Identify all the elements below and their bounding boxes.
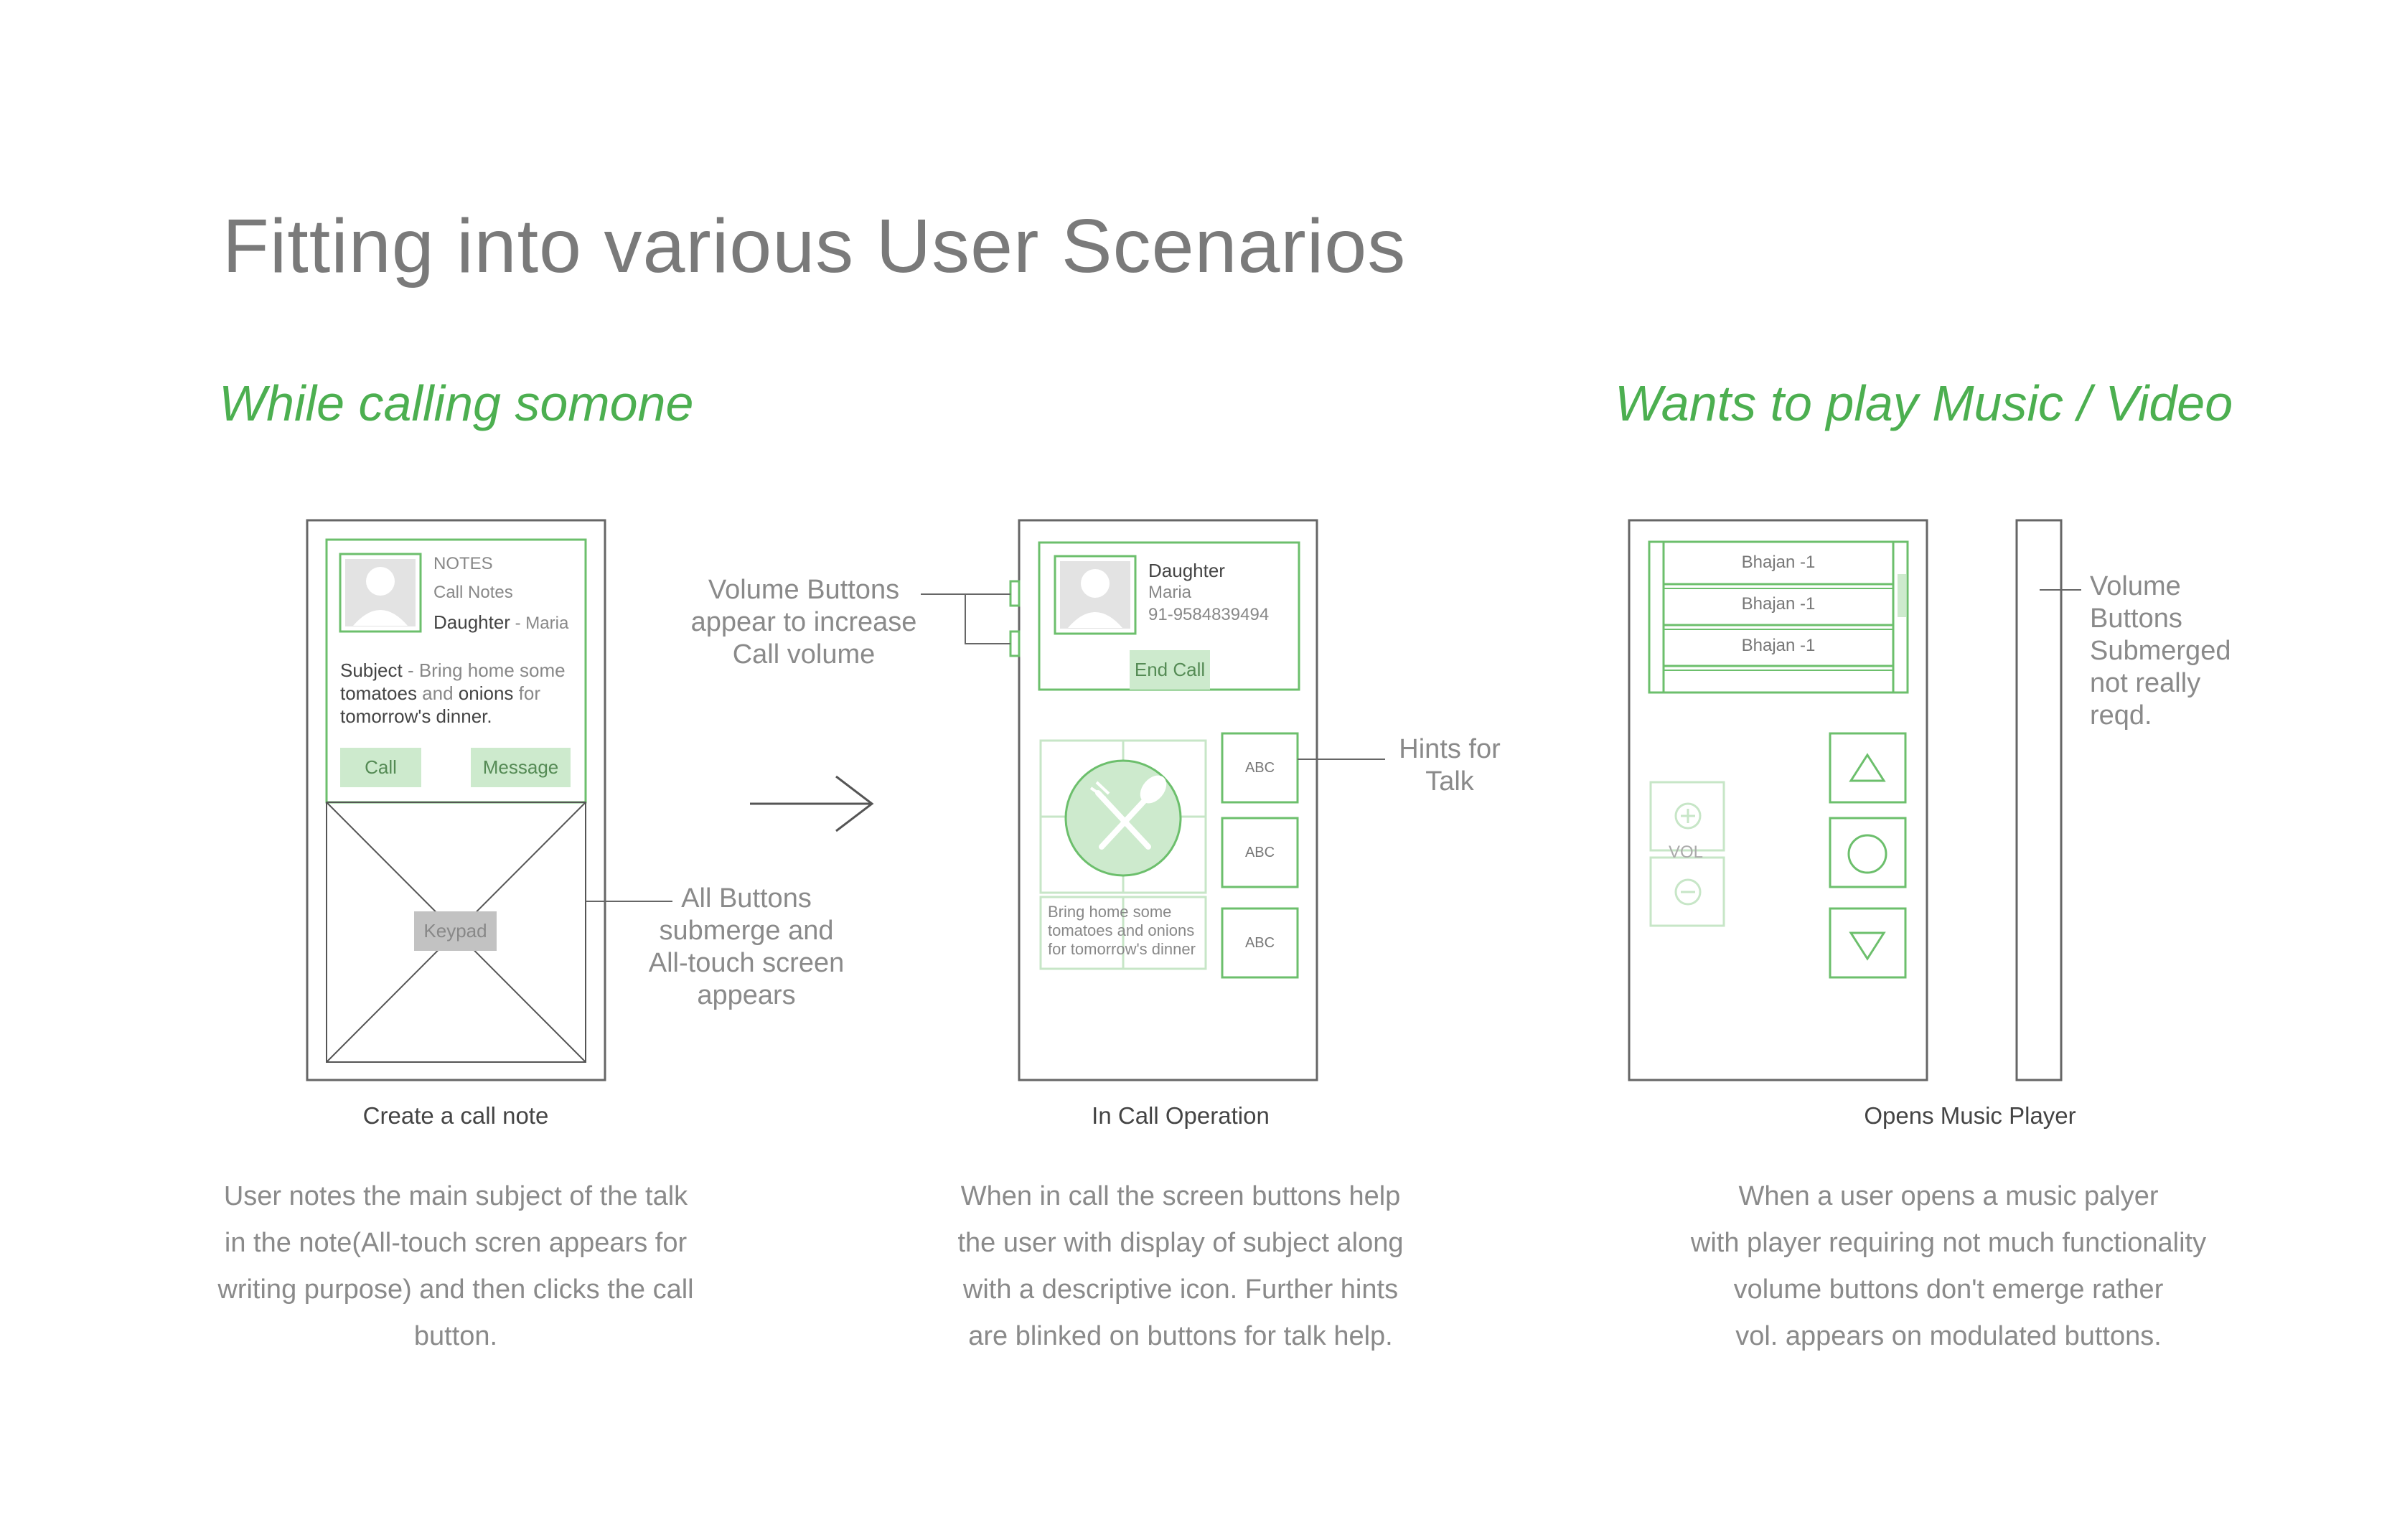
hint-button-1 xyxy=(1221,732,1299,804)
hint-button-label[interactable]: ABC xyxy=(1244,845,1275,860)
person-avatar-icon xyxy=(339,553,422,633)
phone-frame-music xyxy=(1628,519,1928,1081)
caption-music: Opens Music Player xyxy=(1864,1102,2076,1129)
volume-buttons-annotation: Volume Buttons appear to increase Call v… xyxy=(690,575,917,670)
person-avatar-icon xyxy=(1054,555,1137,635)
description-call-note: User notes the main subject of the talk … xyxy=(217,1181,694,1351)
keypad-area xyxy=(326,802,586,1063)
phone-frame-in-call xyxy=(1018,519,1318,1081)
keypad-label-bg xyxy=(414,911,497,951)
subject-and: and xyxy=(416,682,459,704)
notes-header: NOTES xyxy=(433,554,493,573)
caption-call-note: Create a call note xyxy=(362,1102,549,1129)
caption-in-call: In Call Operation xyxy=(1092,1102,1270,1129)
phone-side-view xyxy=(2015,519,2063,1081)
plus-circle-icon xyxy=(1649,781,1725,852)
contact-line: Daughter - Maria xyxy=(433,611,568,634)
contact-name: Daughter xyxy=(433,611,510,633)
description-in-call: When in call the screen buttons help the… xyxy=(957,1181,1404,1351)
triangle-down-icon xyxy=(1829,907,1907,979)
phone-frame-call-note xyxy=(306,519,606,1081)
volume-down-button xyxy=(1009,630,1021,657)
fork-spoon-icon xyxy=(1064,759,1182,877)
subject-for: for xyxy=(513,682,540,704)
page-title: Fitting into various User Scenarios xyxy=(222,204,1407,288)
in-call-note: Bring home some tomatoes and onions for … xyxy=(1048,903,1196,958)
in-call-contact-sub: Maria xyxy=(1148,583,1192,602)
description-music: When a user opens a music palyer with pl… xyxy=(1690,1181,2207,1351)
message-button[interactable]: Message xyxy=(482,756,559,778)
playlist-item[interactable]: Bhajan -1 xyxy=(1741,636,1816,655)
end-call-button-bg xyxy=(1130,650,1210,690)
hint-button-2 xyxy=(1221,817,1299,888)
call-button-bg xyxy=(340,748,421,787)
contact-relation: - Maria xyxy=(510,614,569,633)
call-button[interactable]: Call xyxy=(365,756,397,778)
subject-dinner: tomorrow's dinner. xyxy=(340,705,492,727)
volume-submerged-annotation: Volume Buttons Submerged not really reqd… xyxy=(2090,571,2231,731)
circle-play-icon xyxy=(1829,817,1907,888)
hint-button-3 xyxy=(1221,907,1299,979)
subject-tomatoes: tomatoes xyxy=(340,682,417,704)
volume-up-button xyxy=(1009,580,1021,607)
subject-onions: onions xyxy=(458,682,514,704)
minus-circle-icon xyxy=(1649,856,1725,927)
hints-annotation: Hints for Talk xyxy=(1399,734,1501,797)
call-notes-header: Call Notes xyxy=(433,583,513,602)
hint-button-label[interactable]: ABC xyxy=(1244,760,1275,776)
section-title-calling: While calling somone xyxy=(219,375,694,431)
hint-button-label[interactable]: ABC xyxy=(1244,935,1275,951)
subject-note: Subject - Bring home some tomatoes and o… xyxy=(340,659,584,728)
subject-text: - Bring home some xyxy=(402,659,566,681)
playlist-item[interactable]: Bhajan -1 xyxy=(1741,553,1816,572)
vol-label: VOL xyxy=(1669,842,1704,862)
end-call-button[interactable]: End Call xyxy=(1134,659,1206,680)
keypad-label: Keypad xyxy=(423,920,487,942)
message-button-bg xyxy=(471,748,571,787)
in-call-contact-name: Daughter xyxy=(1148,560,1225,581)
all-buttons-annotation: All Buttons submerge and All-touch scree… xyxy=(648,883,845,1010)
section-title-music: Wants to play Music / Video xyxy=(1615,375,2233,431)
playlist-scrollbar xyxy=(1898,574,1906,617)
in-call-phone: 91-9584839494 xyxy=(1148,605,1270,624)
triangle-up-icon xyxy=(1829,732,1907,804)
playlist-item[interactable]: Bhajan -1 xyxy=(1741,594,1816,614)
arrow-right-icon xyxy=(750,775,874,832)
subject-label: Subject xyxy=(340,659,403,681)
